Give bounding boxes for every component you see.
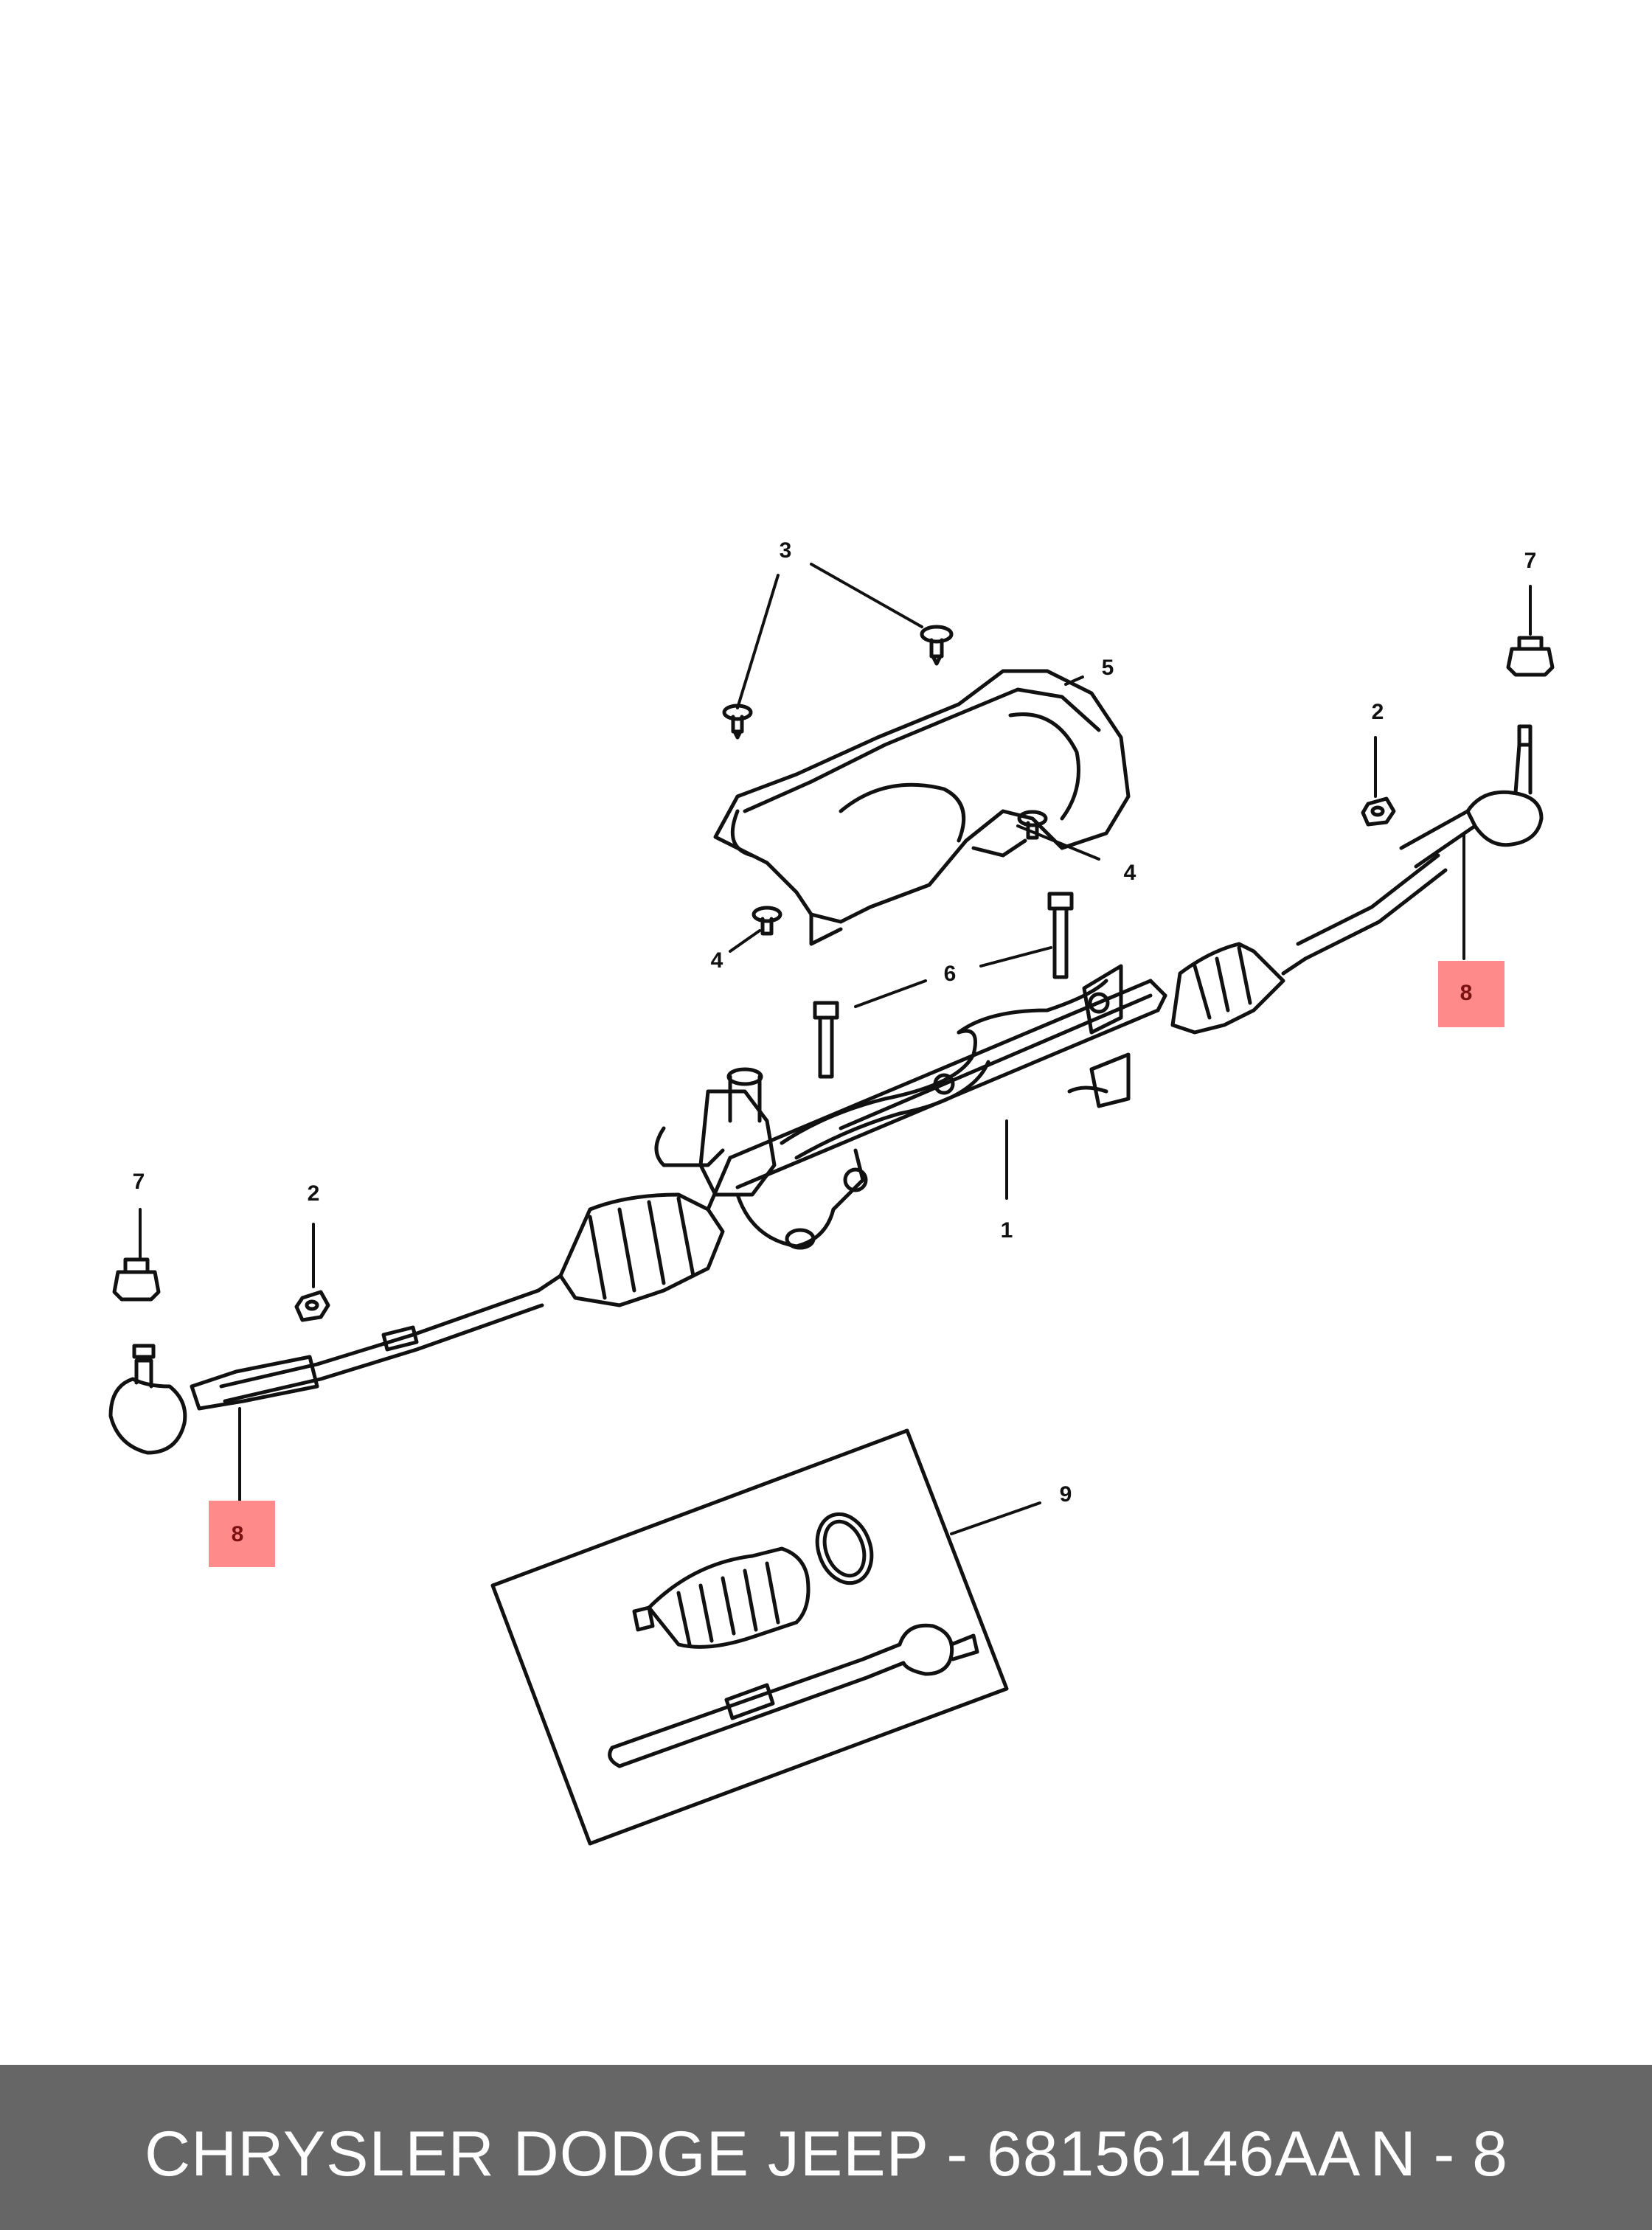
part-number-title: CHRYSLER DODGE JEEP - 68156146AA — [145, 2119, 1361, 2189]
callout-4-left: 4 — [711, 948, 723, 973]
clip-4-left — [752, 906, 782, 936]
callout-7-left: 7 — [133, 1170, 145, 1194]
tie-rod-left-part — [108, 1288, 544, 1455]
nut-7-right — [1506, 636, 1555, 677]
heat-shield-part — [713, 669, 1131, 946]
callout-8-left: 8 — [232, 1522, 244, 1546]
clip-4-right — [1017, 810, 1048, 840]
steering-gear-diagram: 1 2 2 3 4 4 5 6 7 7 8 8 9 — [108, 538, 1555, 1846]
steering-gear-part — [536, 942, 1308, 1307]
callout-2-right: 2 — [1372, 700, 1384, 724]
leader-lines — [139, 563, 1532, 1535]
inner-tie-rod-kit-box — [490, 1428, 1009, 1846]
push-pin-left — [722, 704, 753, 740]
nut-2-right — [1361, 796, 1396, 827]
callout-7-right: 7 — [1524, 549, 1537, 573]
tie-rod-right-part — [1296, 724, 1544, 961]
page-reference: N - 8 — [1370, 2119, 1507, 2189]
callout-6: 6 — [944, 962, 957, 986]
highlight-box-8-left — [209, 1501, 275, 1567]
bolt-6-right — [1047, 892, 1074, 979]
highlight-box-8-right — [1438, 961, 1504, 1027]
bolt-6-left — [813, 1001, 839, 1079]
callout-2-left: 2 — [308, 1181, 320, 1206]
callout-4-right: 4 — [1124, 861, 1136, 885]
callout-5: 5 — [1102, 656, 1114, 680]
nut-7-left — [112, 1257, 161, 1302]
callout-1: 1 — [1001, 1218, 1013, 1243]
nut-2-left — [294, 1290, 330, 1322]
callout-8-right: 8 — [1460, 981, 1473, 1005]
callout-9: 9 — [1060, 1482, 1072, 1507]
callout-3: 3 — [780, 538, 792, 563]
footer-bar: CHRYSLER DODGE JEEP - 68156146AA N - 8 — [0, 2065, 1652, 2230]
push-pin-upper — [920, 625, 954, 666]
